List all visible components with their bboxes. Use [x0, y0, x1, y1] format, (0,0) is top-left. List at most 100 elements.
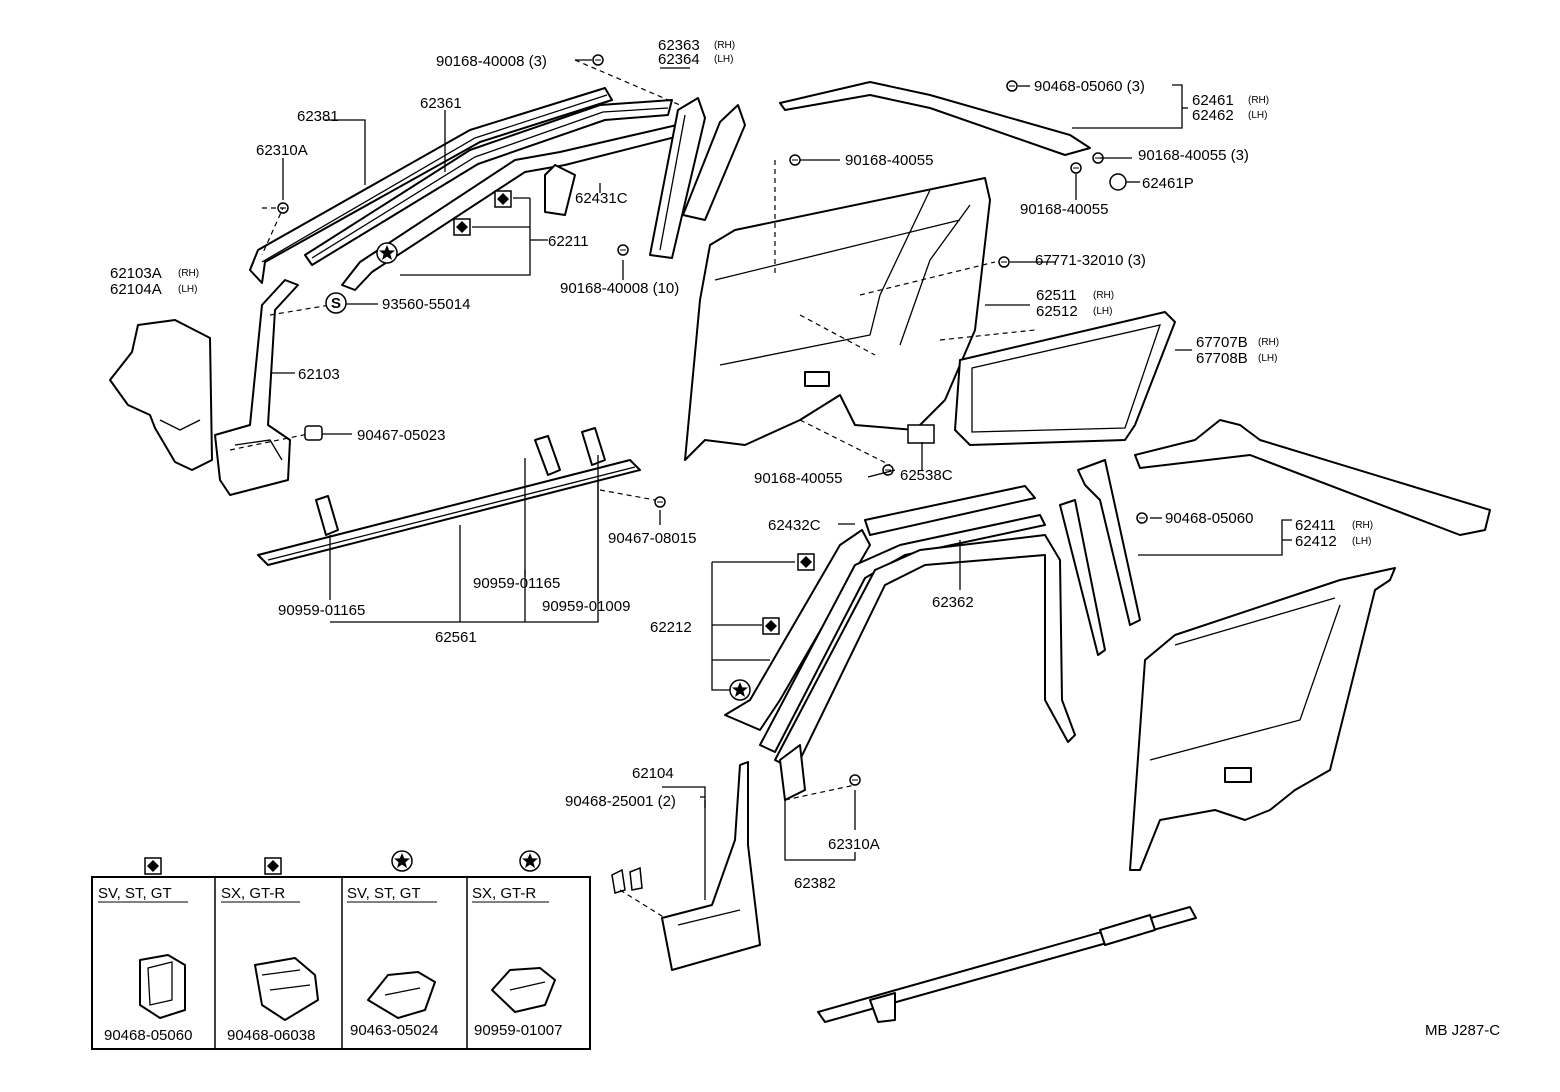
label-62411: 62411 [1295, 517, 1336, 534]
label-90168-40055-3: 90168-40055 (3) [1138, 147, 1249, 164]
label-62310a-top: 62310A [256, 142, 308, 159]
label-90168-40008-3: 90168-40008 (3) [436, 53, 547, 70]
label-67771-32010: 67771-32010 (3) [1035, 252, 1146, 269]
label-62103a: 62103A [110, 265, 162, 282]
legend-variant-4: SX, GT-R [472, 885, 536, 902]
legend-part-3: 90463-05024 [350, 1022, 438, 1039]
label-62432c: 62432C [768, 517, 821, 534]
label-62104a: 62104A [110, 281, 162, 298]
star-icon [729, 679, 751, 701]
garnish-62382-shape [779, 744, 806, 801]
leader-lines [229, 59, 1292, 919]
garnish-62432c-shape [724, 485, 1036, 731]
roof-rail-62411-shape [1134, 419, 1491, 536]
label-62211: 62211 [548, 233, 589, 250]
label-62462: 62462 [1192, 107, 1234, 124]
label-90467-05023: 90467-05023 [357, 427, 445, 444]
weatherstrip-62361-shape [304, 99, 673, 266]
label-62103: 62103 [298, 366, 340, 383]
quarter-trim-62511-shape [684, 177, 991, 461]
label-90959-01165-b: 90959-01165 [473, 575, 560, 592]
label-62538c: 62538C [900, 467, 953, 484]
suffix-lh: (LH) [178, 284, 197, 295]
clip-90463-05024-shape [367, 971, 436, 1019]
legend-part-2: 90468-06038 [227, 1027, 315, 1044]
scuff-plate-62561-shape [257, 427, 641, 566]
cowl-panel-62103a-shape [109, 319, 213, 471]
star-icon [519, 850, 541, 872]
label-62364: 62364 [658, 51, 700, 68]
label-62310a-bottom: 62310A [828, 836, 880, 853]
star-icon [376, 242, 398, 264]
star-icon [391, 850, 413, 872]
label-62412: 62412 [1295, 533, 1337, 550]
diamond-icon [144, 857, 162, 875]
pillar-garnish-62103-shape [214, 279, 299, 496]
label-62361: 62361 [420, 95, 462, 112]
suffix-rh: (RH) [714, 40, 735, 51]
quarter-trim-rear-shape [1129, 567, 1396, 871]
label-62381: 62381 [297, 108, 339, 125]
label-62363: 62363 [658, 37, 700, 54]
roof-rail-62461-shape [779, 81, 1091, 156]
window-glass-67707b-shape [954, 311, 1176, 446]
diamond-icon [264, 857, 282, 875]
suffix-rh: (RH) [178, 268, 199, 279]
label-62362: 62362 [932, 594, 974, 611]
pillar-strip-center-upper [682, 104, 746, 221]
s-marker-icon [325, 292, 347, 314]
suffix-rh: (RH) [1352, 520, 1373, 531]
legend-table: SV, ST, GT SX, GT-R SV, ST, GT SX, GT-R … [91, 850, 591, 1050]
diamond-icon [797, 553, 815, 571]
suffix-lh: (LH) [1352, 536, 1371, 547]
legend-part-1: 90468-05060 [104, 1027, 192, 1044]
diamond-icon [762, 617, 780, 635]
label-62561: 62561 [435, 629, 477, 646]
label-90959-01165-a: 90959-01165 [278, 602, 365, 619]
garnish-62381-shape [249, 87, 613, 284]
diamond-icon [494, 190, 512, 208]
pillar-strip-right [1059, 459, 1141, 656]
label-90468-25001: 90468-25001 (2) [565, 793, 676, 810]
suffix-rh: (RH) [1248, 95, 1269, 106]
legend-variant-2: SX, GT-R [221, 885, 285, 902]
suffix-lh: (LH) [1093, 306, 1112, 317]
label-90168-40055-c: 90168-40055 [754, 470, 842, 487]
label-90168-40055-a: 90168-40055 [845, 152, 933, 169]
label-62512: 62512 [1036, 303, 1078, 320]
pillar-garnish-62104-shape [661, 761, 761, 971]
label-90959-01009: 90959-01009 [542, 598, 630, 615]
label-90468-05060-3: 90468-05060 (3) [1034, 78, 1145, 95]
label-90468-05060: 90468-05060 [1165, 510, 1253, 527]
drawing-id: MB J287-C [1425, 1022, 1500, 1039]
diamond-icon [453, 218, 471, 236]
clip-90468-06038-shape [254, 957, 319, 1021]
scuff-plate-rear-shape [817, 906, 1197, 1023]
label-62461: 62461 [1192, 92, 1234, 109]
label-62382: 62382 [794, 875, 836, 892]
suffix-lh: (LH) [1248, 110, 1267, 121]
suffix-rh: (RH) [1258, 337, 1279, 348]
suffix-lh: (LH) [714, 54, 733, 65]
markers: S [325, 190, 815, 701]
legend-variant-3: SV, ST, GT [347, 885, 421, 902]
label-90467-08015: 90467-08015 [608, 530, 696, 547]
label-93560-55014: 93560-55014 [382, 296, 470, 313]
clip-90468-05060-shape [139, 954, 186, 1019]
part-labels: 90168-40008 (3) 62363 (RH) 62364 (LH) 62… [110, 37, 1373, 892]
label-67708b: 67708B [1196, 350, 1248, 367]
s-marker-text: S [331, 295, 341, 312]
label-90168-40008-10: 90168-40008 (10) [560, 280, 679, 297]
legend-variant-1: SV, ST, GT [98, 885, 172, 902]
suffix-lh: (LH) [1258, 353, 1277, 364]
legend-part-4: 90959-01007 [474, 1022, 562, 1039]
label-62431c: 62431C [575, 190, 628, 207]
molding-62363-shape [649, 97, 706, 259]
label-62461p: 62461P [1142, 175, 1194, 192]
label-67707b: 67707B [1196, 334, 1248, 351]
label-62511: 62511 [1036, 287, 1077, 304]
weatherstrip-62362-shape [759, 514, 1076, 771]
label-90168-40055-b: 90168-40055 [1020, 201, 1108, 218]
clip-90959-01007-shape [491, 967, 556, 1013]
